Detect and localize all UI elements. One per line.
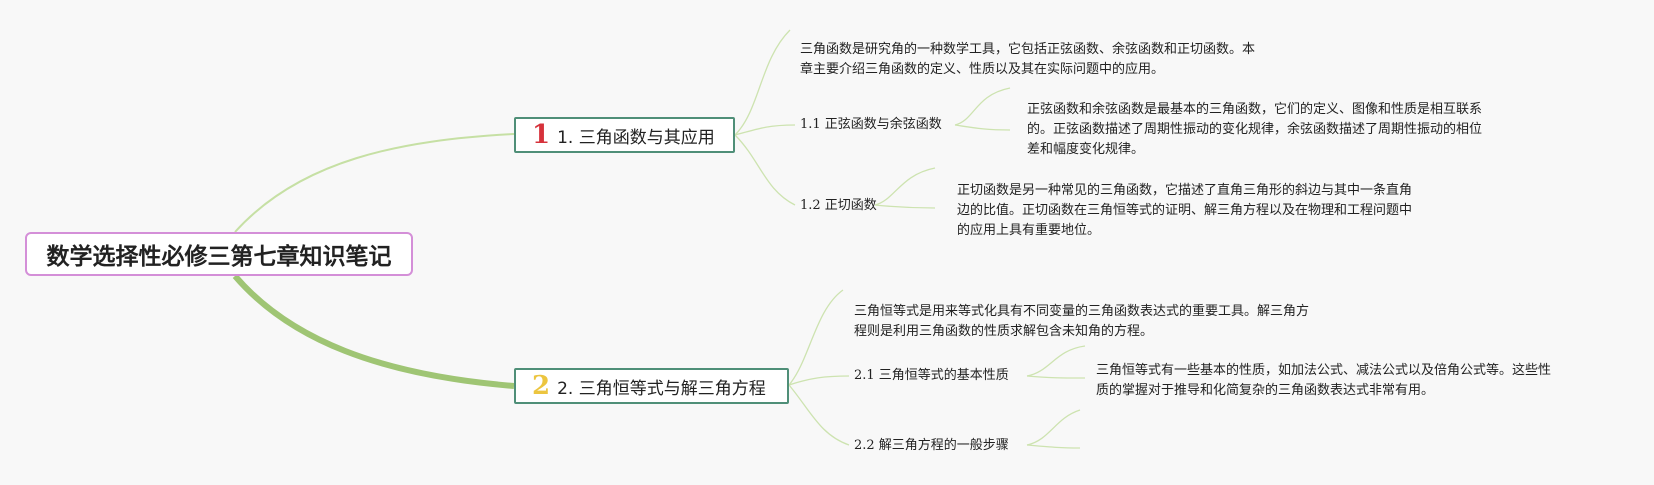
topic-1-label: 1. 三角函数与其应用 [557,127,715,148]
sub11-detail-bottom-line [954,124,1011,131]
detail-line: 差和幅度变化规律。 [1027,142,1145,157]
detail-line: 三角恒等式有一些基本的性质，如加法公式、减法公式以及倍角公式等。这些性 [1096,363,1552,378]
topic2-to-sub21-line [788,375,850,386]
root-to-topic1-branch [234,133,515,233]
sub22-detail-bottom-line [1026,444,1081,449]
sub11-to-detail-line [954,87,1011,126]
topic-1-intro[interactable]: 三角函数是研究角的一种数学工具，它包括正弦函数、余弦函数和正切函数。本 章主要介… [800,40,1255,80]
topic-1[interactable]: 1 1. 三角函数与其应用 [514,117,735,153]
topic-2[interactable]: 2 2. 三角恒等式与解三角方程 [514,368,789,404]
topic-2-intro[interactable]: 三角恒等式是用来等式化具有不同变量的三角函数表达式的重要工具。解三角方 程则是利… [854,302,1309,342]
topic1-to-sub12-line [734,134,796,206]
topic2-to-sub22-line [788,384,850,446]
topic-2-intro-line: 程则是利用三角函数的性质求解包含未知角的方程。 [854,324,1154,339]
detail-line: 的应用上具有重要地位。 [957,223,1101,238]
topic-1-intro-line: 章主要介绍三角函数的定义、性质以及其在实际问题中的应用。 [800,62,1165,77]
topic-1-intro-line: 三角函数是研究角的一种数学工具，它包括正弦函数、余弦函数和正切函数。本 [800,42,1256,57]
sub12-to-detail-line [874,167,936,206]
topic1-to-intro-line [734,29,791,136]
sub12-detail-bottom-line [874,204,936,209]
subtopic-1-2-detail[interactable]: 正切函数是另一种常见的三角函数，它描述了直角三角形的斜边与其中一条直角 边的比值… [957,181,1412,241]
detail-line: 的。正弦函数描述了周期性振动的变化规律，余弦函数描述了周期性振动的相位 [1027,122,1483,137]
topic1-to-sub11-line [734,124,796,136]
subtopic-2-1-detail[interactable]: 三角恒等式有一些基本的性质，如加法公式、减法公式以及倍角公式等。这些性 质的掌握… [1096,361,1551,401]
priority-1-icon: 1 [532,120,551,150]
root-title: 数学选择性必修三第七章知识笔记 [46,244,392,270]
sub21-detail-bottom-line [1026,375,1086,379]
sub21-to-detail-line [1026,345,1086,377]
subtopic-2-2[interactable]: 2.2 解三角方程的一般步骤 [854,438,1009,453]
subtopic-1-2[interactable]: 1.2 正切函数 [800,198,877,213]
detail-line: 质的掌握对于推导和化简复杂的三角函数表达式非常有用。 [1096,383,1435,398]
subtopic-1-1-detail[interactable]: 正弦函数和余弦函数是最基本的三角函数，它们的定义、图像和性质是相互联系 的。正弦… [1027,100,1482,160]
topic2-to-intro-line [788,289,844,386]
root-to-topic2-branch [232,274,515,389]
root-topic[interactable]: 数学选择性必修三第七章知识笔记 [25,232,413,276]
sub22-to-detail-line [1026,409,1081,446]
priority-2-icon: 2 [532,371,551,401]
subtopic-2-1[interactable]: 2.1 三角恒等式的基本性质 [854,368,1009,383]
detail-line: 正弦函数和余弦函数是最基本的三角函数，它们的定义、图像和性质是相互联系 [1027,102,1483,117]
detail-line: 边的比值。正切函数在三角恒等式的证明、解三角方程以及在物理和工程问题中 [957,203,1413,218]
topic-2-label: 2. 三角恒等式与解三角方程 [557,378,766,399]
detail-line: 正切函数是另一种常见的三角函数，它描述了直角三角形的斜边与其中一条直角 [957,183,1413,198]
topic-2-intro-line: 三角恒等式是用来等式化具有不同变量的三角函数表达式的重要工具。解三角方 [854,304,1310,319]
subtopic-1-1[interactable]: 1.1 正弦函数与余弦函数 [800,117,942,132]
